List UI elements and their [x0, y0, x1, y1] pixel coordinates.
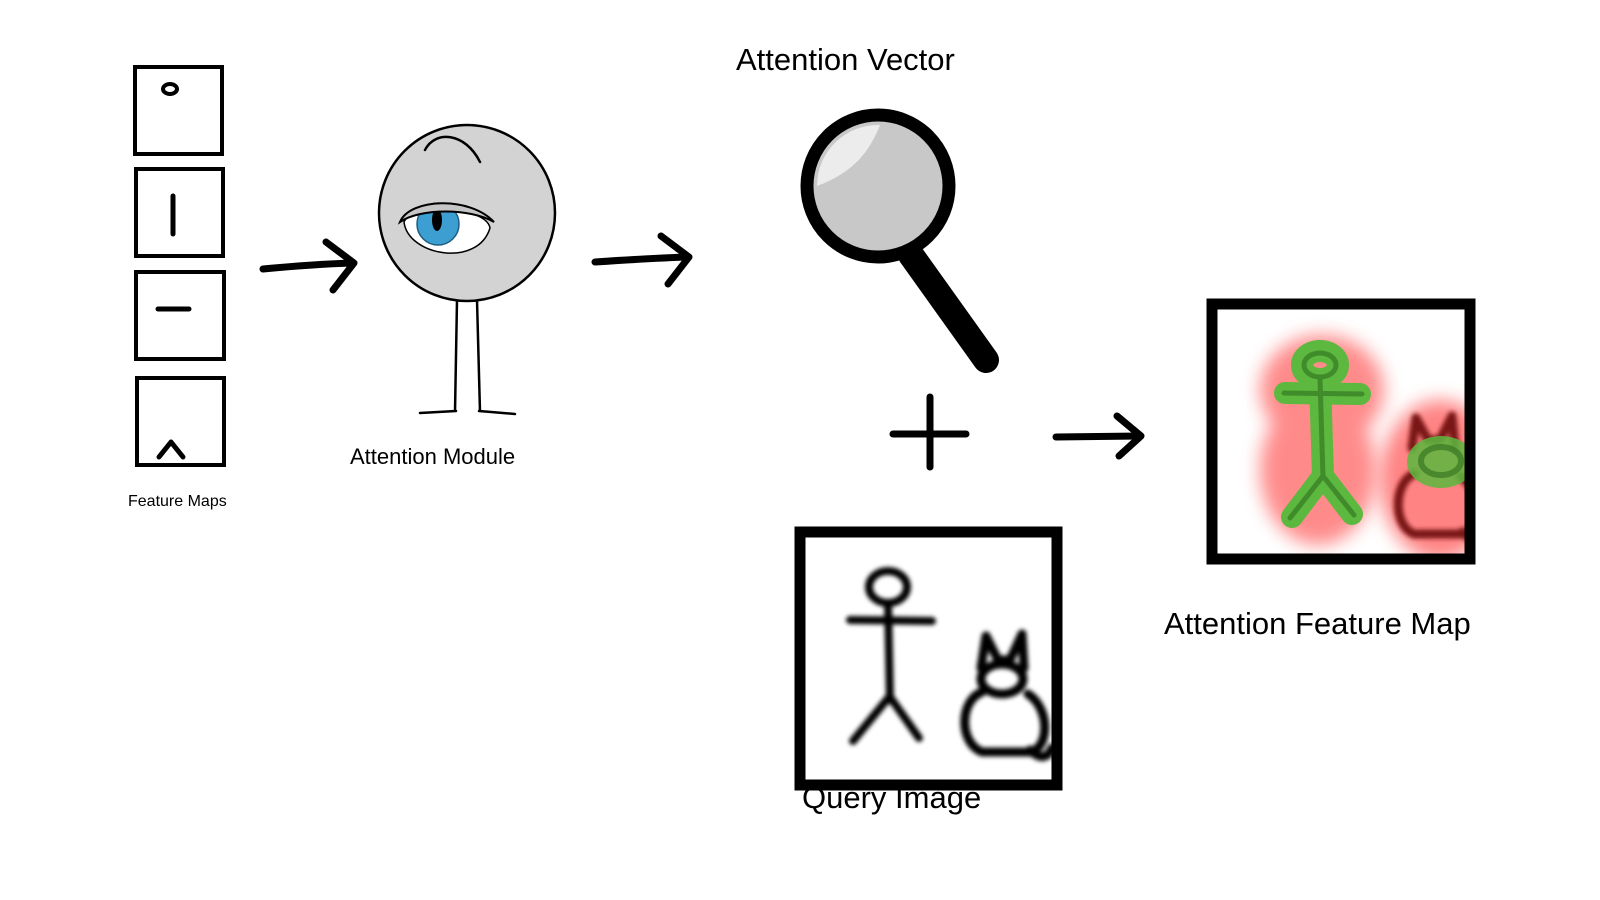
cat-green-highlight: [1407, 436, 1470, 488]
query-image-label: Query Image: [802, 780, 982, 815]
arrow-to-feature-map: [1052, 412, 1145, 460]
feature-map-dot: [133, 65, 224, 156]
person-dark-strokes: [1281, 350, 1365, 521]
query-image: [794, 526, 1063, 791]
cat-icon: [960, 629, 1057, 761]
attention-vector-label: Attention Vector: [736, 42, 955, 77]
stick-figure-icon: [846, 567, 936, 745]
feature-map-horizontal: [134, 270, 226, 361]
feature-maps-label: Feature Maps: [128, 493, 227, 510]
feature-map-caret: [135, 376, 226, 467]
eyeball-creature-icon: [377, 123, 557, 416]
arrow-to-module: [259, 238, 358, 294]
arrow-to-vector: [591, 232, 693, 288]
feature-maps: [133, 65, 226, 467]
attention-module-label: Attention Module: [350, 444, 516, 469]
magnifying-glass-icon: [800, 108, 999, 373]
attention-feature-map-label: Attention Feature Map: [1164, 606, 1471, 641]
attention-feature-map: [1206, 298, 1476, 565]
plus-icon: [889, 393, 970, 471]
feature-map-vertical: [134, 167, 225, 258]
